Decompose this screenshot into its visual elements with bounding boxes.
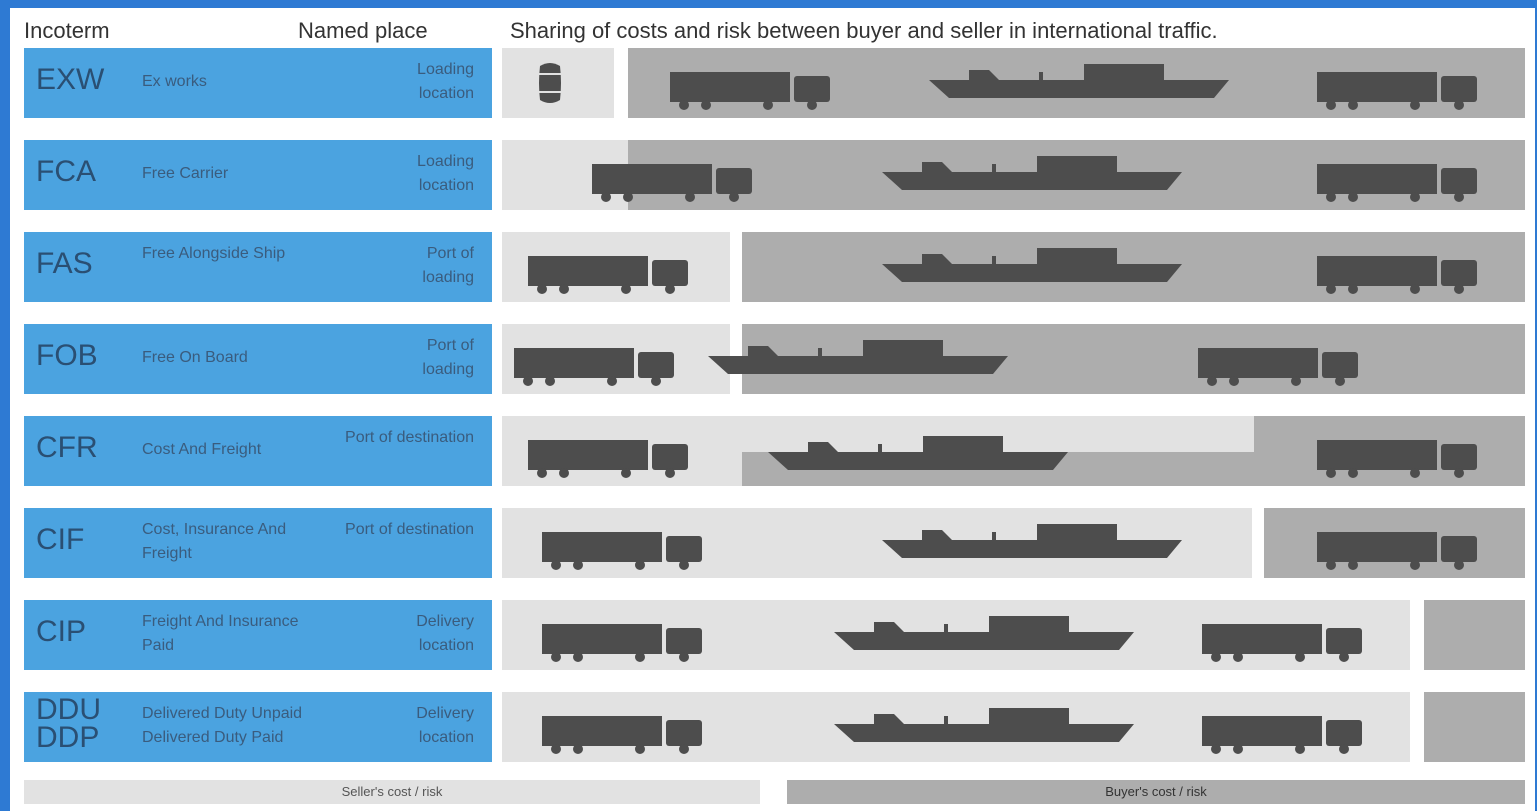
term-code: DDU DDP bbox=[36, 693, 101, 754]
legend-buyer: Buyer's cost / risk bbox=[787, 780, 1525, 804]
legend-seller: Seller's cost / risk bbox=[24, 780, 760, 804]
ship-icon bbox=[882, 524, 1182, 558]
term-code: CFR bbox=[36, 431, 98, 464]
term-place: Port of destination bbox=[345, 521, 474, 538]
truck-icon bbox=[528, 256, 688, 294]
term-name: Cost, Insurance And Freight bbox=[142, 521, 287, 562]
term-place: Port of destination bbox=[345, 429, 474, 446]
term-code: CIF bbox=[36, 523, 85, 556]
incoterm-row-cif: CIF Cost, Insurance And Freight Port of … bbox=[24, 508, 1525, 578]
truck-icon bbox=[670, 72, 830, 110]
truck-icon bbox=[1202, 624, 1362, 662]
cost-risk-bar bbox=[502, 232, 1525, 302]
term-name: Freight And Insurance Paid bbox=[142, 613, 299, 654]
term-name: Free Carrier bbox=[142, 165, 229, 182]
term-place: Delivery location bbox=[416, 613, 474, 654]
truck-icon bbox=[1317, 256, 1477, 294]
term-place: Port of loading bbox=[422, 337, 474, 378]
incoterm-row-cfr: CFR Cost And Freight Port of destination bbox=[24, 416, 1525, 486]
truck-icon bbox=[542, 532, 702, 570]
truck-icon bbox=[528, 440, 688, 478]
sharing-header: Sharing of costs and risk between buyer … bbox=[510, 18, 1218, 43]
cost-risk-bar bbox=[502, 600, 1525, 670]
term-code: EXW bbox=[36, 63, 105, 96]
ship-icon bbox=[768, 436, 1068, 470]
ship-icon bbox=[882, 156, 1182, 190]
cost-risk-bar bbox=[502, 692, 1525, 762]
term-place: Loading location bbox=[417, 153, 474, 194]
named-place-header: Named place bbox=[298, 18, 428, 43]
term-cell: CIP Freight And Insurance Paid Delivery … bbox=[24, 600, 492, 670]
term-place: Port of loading bbox=[422, 245, 474, 286]
barrel-icon bbox=[538, 63, 562, 103]
incoterm-row-fas: FAS Free Alongside Ship Port of loading bbox=[24, 232, 1525, 302]
incoterm-row-ddu-ddp: DDU DDP Delivered Duty Unpaid Delivered … bbox=[24, 692, 1525, 762]
term-cell: FCA Free Carrier Loading location bbox=[24, 140, 492, 210]
incoterm-row-fob: FOB Free On Board Port of loading bbox=[24, 324, 1525, 394]
ship-icon bbox=[834, 708, 1134, 742]
term-cell: DDU DDP Delivered Duty Unpaid Delivered … bbox=[24, 692, 492, 762]
cost-risk-bar bbox=[502, 416, 1525, 486]
incoterm-header: Incoterm bbox=[24, 18, 110, 43]
truck-icon bbox=[1317, 532, 1477, 570]
incoterm-row-cip: CIP Freight And Insurance Paid Delivery … bbox=[24, 600, 1525, 670]
truck-icon bbox=[542, 716, 702, 754]
term-name: Delivered Duty Unpaid Delivered Duty Pai… bbox=[142, 705, 303, 746]
term-place: Delivery location bbox=[416, 705, 474, 746]
term-cell: CFR Cost And Freight Port of destination bbox=[24, 416, 492, 486]
term-cell: FAS Free Alongside Ship Port of loading bbox=[24, 232, 492, 302]
incoterm-row-fca: FCA Free Carrier Loading location bbox=[24, 140, 1525, 210]
truck-icon bbox=[1202, 716, 1362, 754]
ship-icon bbox=[834, 616, 1134, 650]
ship-icon bbox=[708, 340, 1008, 374]
cost-risk-bar bbox=[502, 324, 1525, 394]
truck-icon bbox=[1317, 164, 1477, 202]
cost-risk-bar bbox=[502, 140, 1525, 210]
truck-icon bbox=[1317, 440, 1477, 478]
term-code: FOB bbox=[36, 339, 98, 372]
ship-icon bbox=[882, 248, 1182, 282]
term-code: FCA bbox=[36, 155, 96, 188]
term-cell: FOB Free On Board Port of loading bbox=[24, 324, 492, 394]
truck-icon bbox=[542, 624, 702, 662]
term-cell: CIF Cost, Insurance And Freight Port of … bbox=[24, 508, 492, 578]
incoterm-row-exw: EXW Ex works Loading location bbox=[24, 48, 1525, 118]
truck-icon bbox=[514, 348, 674, 386]
truck-icon bbox=[1198, 348, 1358, 386]
term-code: CIP bbox=[36, 615, 87, 648]
term-name: Free On Board bbox=[142, 349, 248, 366]
incoterms-chart bbox=[10, 8, 1535, 811]
term-place: Loading location bbox=[417, 61, 474, 102]
term-code: FAS bbox=[36, 247, 93, 280]
term-name: Free Alongside Ship bbox=[142, 245, 286, 262]
term-cell: EXW Ex works Loading location bbox=[24, 48, 492, 118]
truck-icon bbox=[1317, 72, 1477, 110]
cost-risk-bar bbox=[502, 48, 1525, 118]
term-name: Ex works bbox=[142, 73, 207, 90]
buyer-segment bbox=[1424, 600, 1525, 670]
cost-risk-bar bbox=[502, 508, 1525, 578]
term-name: Cost And Freight bbox=[142, 441, 262, 458]
truck-icon bbox=[592, 164, 752, 202]
buyer-segment bbox=[1424, 692, 1525, 762]
ship-icon bbox=[929, 64, 1229, 98]
